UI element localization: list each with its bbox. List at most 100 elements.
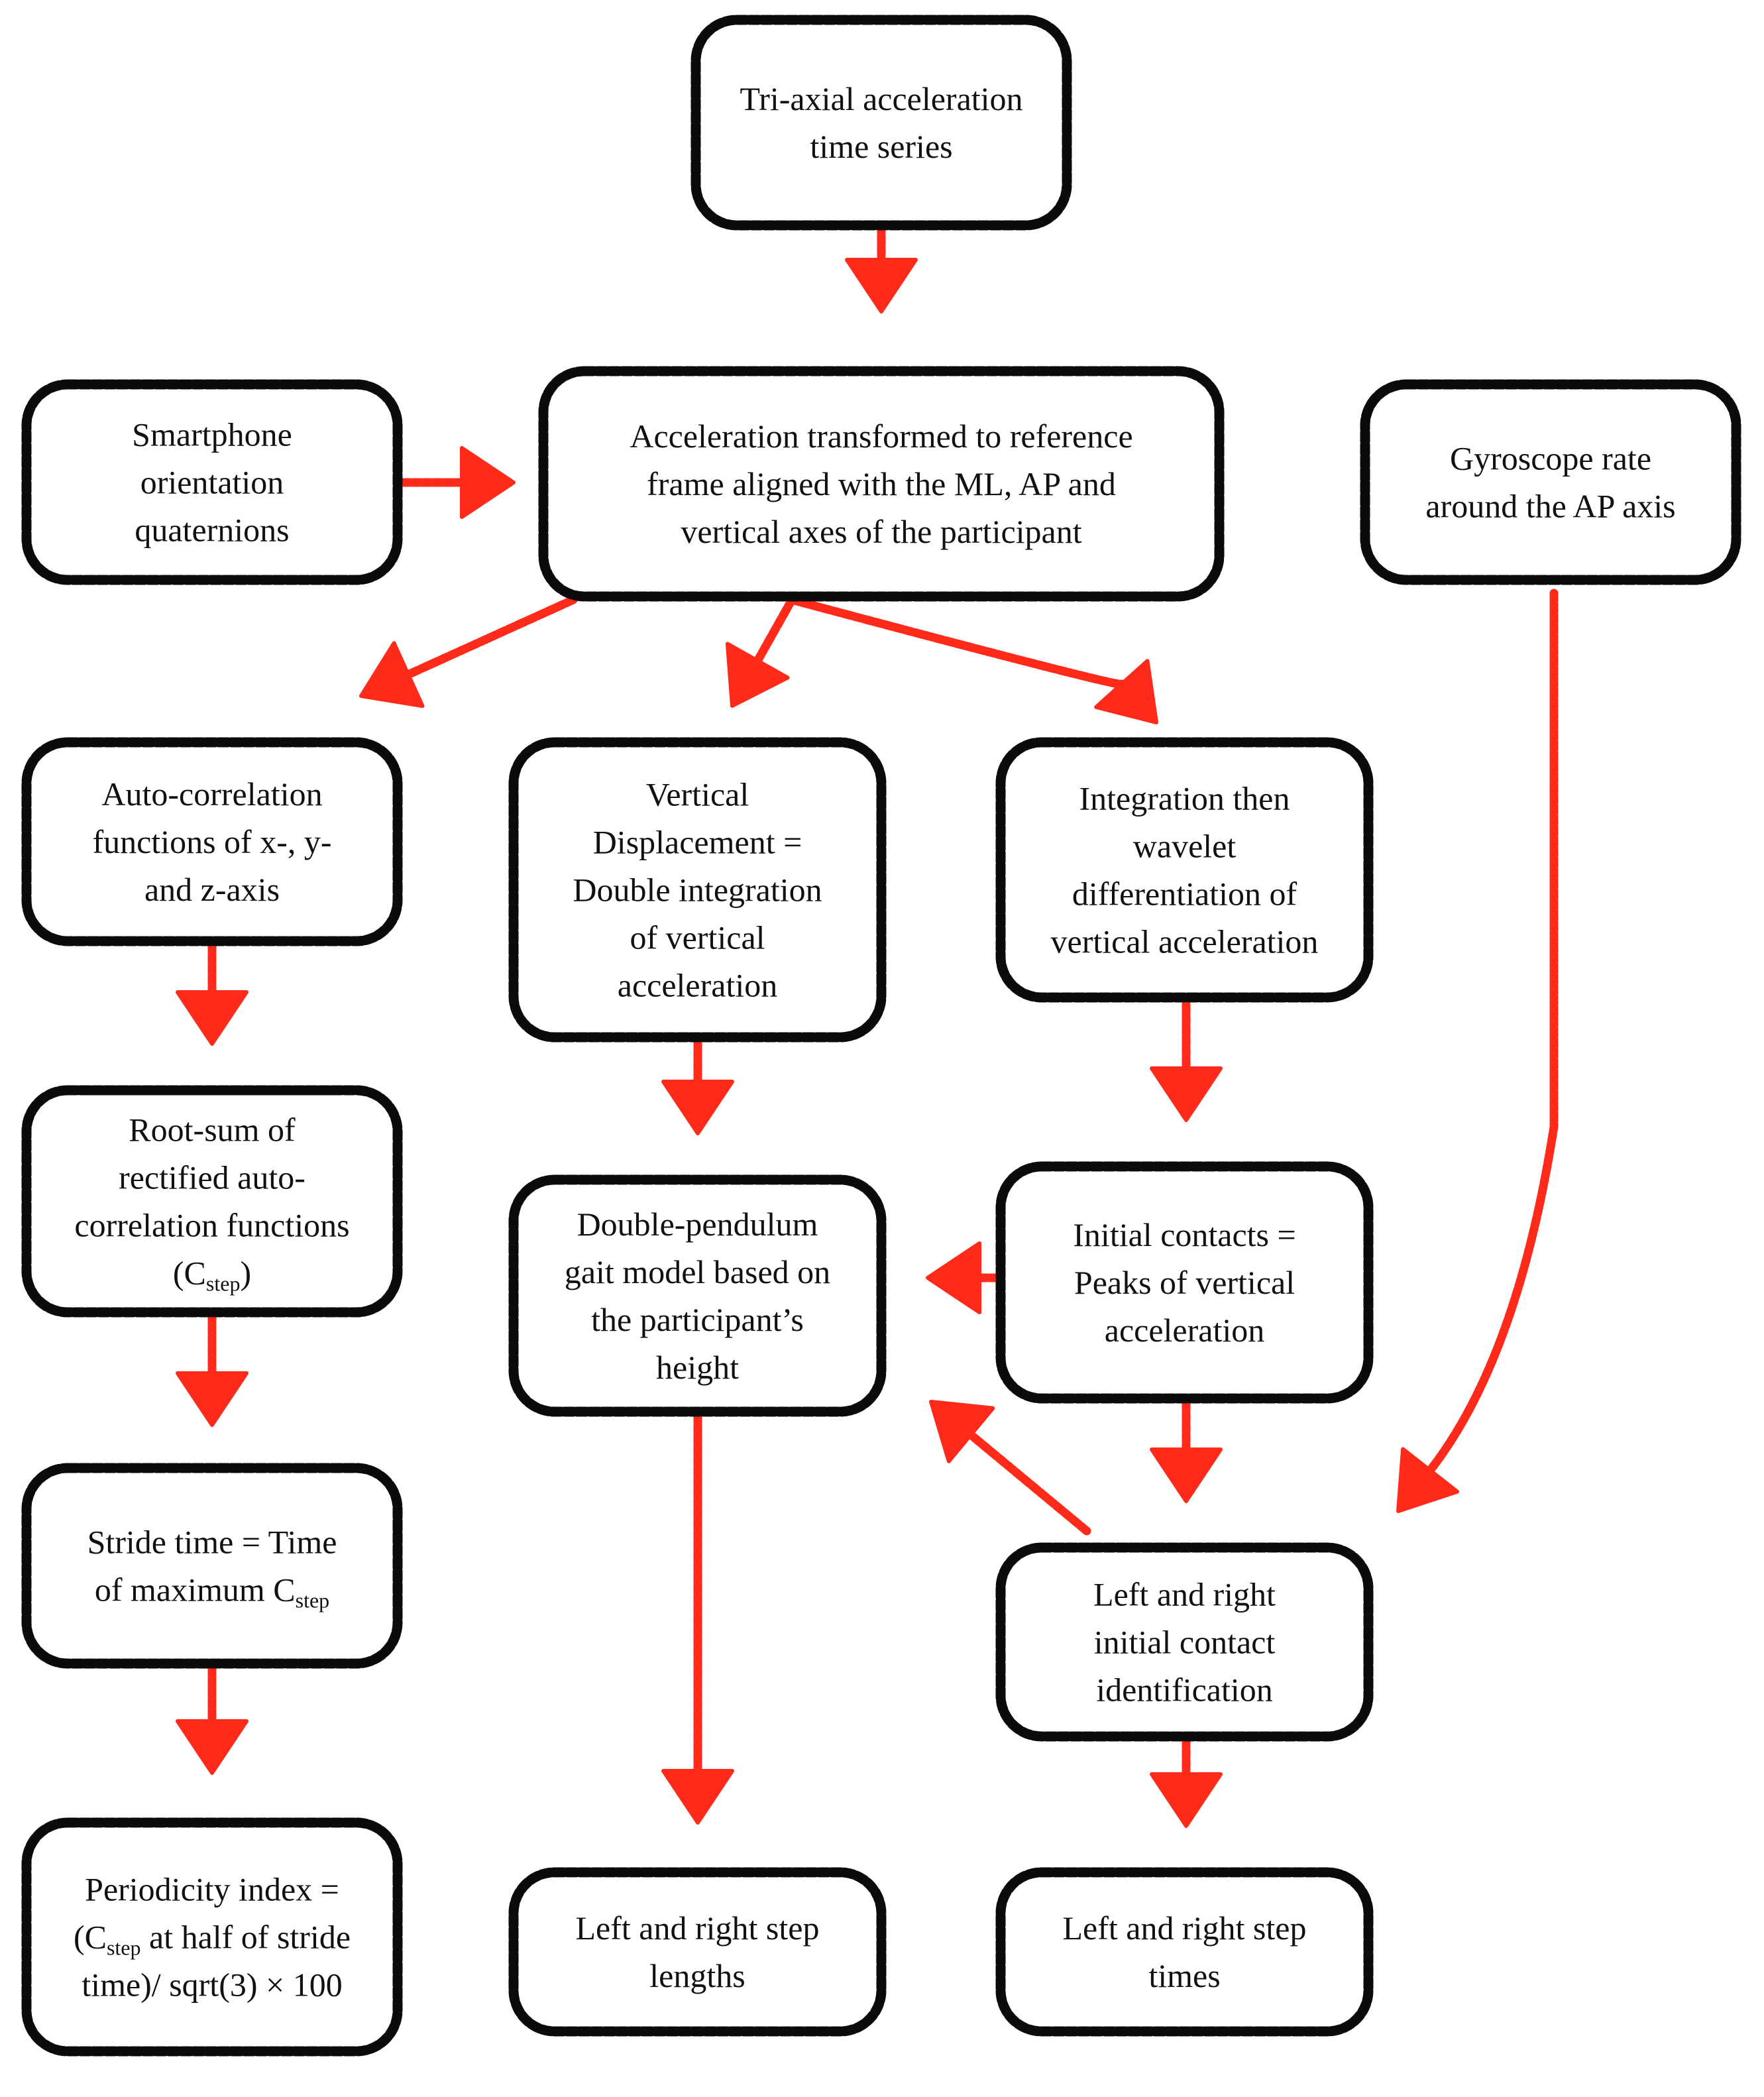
node-label-line: identification xyxy=(1096,1672,1273,1709)
node-label-line: Left and right step xyxy=(1063,1909,1307,1947)
node-tri-axial: Tri-axial acceleration time series xyxy=(690,15,1072,231)
node-box xyxy=(690,15,1072,231)
node-label-line: of maximum Cstep xyxy=(95,1571,329,1613)
node-label-line: and z-axis xyxy=(144,871,280,908)
node-label-line: initial contact xyxy=(1094,1624,1276,1661)
arrow-initial_contacts-to-double_pendulum xyxy=(926,1241,1002,1314)
node-label-line: time series xyxy=(810,128,952,165)
node-transform: Acceleration transformed to reference fra… xyxy=(538,366,1225,602)
nodes-layer: Tri-axial acceleration time seriesSmartph… xyxy=(21,15,1741,2057)
node-label-line: Acceleration transformed to reference xyxy=(630,418,1132,455)
arrow-tri_axial-to-transform xyxy=(845,221,918,313)
node-step-times: Left and right step times xyxy=(995,1867,1374,2037)
label-text: of maximum C xyxy=(95,1571,296,1609)
arrow-orientation-to-transform xyxy=(396,446,516,519)
node-gyroscope: Gyroscope rate around the AP axis xyxy=(1360,379,1741,585)
node-left-right-ic: Left and right initial contact identificat… xyxy=(995,1542,1374,1742)
node-label-line: Stride time = Time xyxy=(87,1524,337,1561)
node-periodicity: Periodicity index =(Cstep at half of str… xyxy=(21,1817,403,2057)
arrow-shaft xyxy=(753,595,797,665)
node-label-line: wavelet xyxy=(1133,828,1237,865)
node-label-line: lengths xyxy=(649,1957,745,1994)
arrow-head xyxy=(1396,1447,1460,1513)
arrow-head xyxy=(1094,659,1158,724)
arrow-transform-to-vertical_disp xyxy=(725,595,797,708)
arrow-shaft xyxy=(404,595,578,679)
node-label-line: Root-sum of xyxy=(129,1111,296,1149)
arrow-head xyxy=(1150,1447,1223,1503)
node-label-line: gait model based on xyxy=(565,1253,830,1290)
node-box xyxy=(21,737,403,946)
arrow-head xyxy=(460,446,516,519)
label-subscript: step xyxy=(296,1589,330,1613)
label-text: at half of stride xyxy=(140,1919,351,1956)
node-label-line: around the AP axis xyxy=(1425,488,1675,525)
arrow-root_sum-to-stride_time xyxy=(176,1311,248,1427)
node-box xyxy=(995,1161,1374,1404)
node-box xyxy=(21,1085,403,1318)
node-label-line: times xyxy=(1148,1957,1220,1994)
node-label-line: Smartphone xyxy=(132,416,292,453)
arrow-head xyxy=(176,1719,248,1775)
node-label-line: Tri-axial acceleration xyxy=(740,80,1022,117)
arrow-left_right_ic-to-step_times xyxy=(1150,1735,1223,1828)
label-subscript: step xyxy=(107,1936,141,1960)
node-label-line: Gyroscope rate xyxy=(1450,440,1651,477)
node-label-line: Left and right xyxy=(1093,1576,1276,1613)
label-subscript: step xyxy=(206,1272,241,1296)
node-step-lengths: Left and right step lengths xyxy=(508,1867,887,2037)
node-box xyxy=(1360,379,1741,585)
arrow-head xyxy=(929,1400,995,1463)
node-label-line: (Cstep) xyxy=(173,1255,251,1296)
arrow-head xyxy=(176,1371,248,1427)
arrow-transform-to-autocorr xyxy=(359,595,578,708)
arrow-shaft xyxy=(1425,589,1559,1475)
label-text: (C xyxy=(74,1919,107,1956)
node-label-line: Left and right step xyxy=(576,1909,820,1947)
node-box xyxy=(508,1174,887,1417)
arrow-autocorr-to-root_sum xyxy=(176,940,248,1046)
arrow-shaft xyxy=(966,1430,1091,1536)
node-label-line: Displacement = xyxy=(593,824,802,861)
node-label-line: of vertical xyxy=(630,919,765,956)
arrow-left_right_ic-to-double_pendulum xyxy=(929,1400,1091,1536)
node-box xyxy=(21,379,403,585)
arrow-head xyxy=(661,1769,734,1825)
arrow-transform-to-integration xyxy=(787,595,1158,724)
node-box xyxy=(538,366,1225,602)
node-label-line: differentiation of xyxy=(1072,876,1297,913)
node-label-line: (Cstep at half of stride xyxy=(74,1919,351,1960)
arrow-head xyxy=(725,642,790,708)
node-label-line: time)/ sqrt(3) × 100 xyxy=(82,1966,342,2004)
node-label-line: frame aligned with the ML, AP and xyxy=(647,465,1116,502)
node-box xyxy=(995,737,1374,1003)
arrow-double_pendulum-to-step_lengths xyxy=(661,1410,734,1825)
label-text: ) xyxy=(240,1255,251,1292)
arrow-head xyxy=(1150,1066,1223,1122)
node-box xyxy=(21,1817,403,2057)
node-box xyxy=(995,1542,1374,1742)
node-box xyxy=(508,1867,887,2037)
arrow-gyroscope-to-left_right_ic xyxy=(1396,589,1559,1513)
arrow-head xyxy=(926,1241,981,1314)
node-stride-time: Stride time = Time of maximum Cstep xyxy=(21,1463,403,1669)
arrow-head xyxy=(359,641,425,708)
node-label-line: vertical acceleration xyxy=(1051,923,1319,960)
arrow-stride_time-to-periodicity xyxy=(176,1662,248,1775)
node-box xyxy=(21,1463,403,1669)
node-label-line: Double integration xyxy=(573,872,822,909)
node-label-line: Initial contacts = xyxy=(1073,1216,1295,1253)
label-text: (C xyxy=(173,1255,206,1292)
node-label-line: height xyxy=(656,1349,739,1386)
node-label-line: quaternions xyxy=(135,512,289,549)
node-label-line: Vertical xyxy=(646,776,749,813)
edges-layer xyxy=(176,221,1559,1828)
arrow-head xyxy=(176,990,248,1046)
node-label-line: Double-pendulum xyxy=(577,1206,818,1243)
